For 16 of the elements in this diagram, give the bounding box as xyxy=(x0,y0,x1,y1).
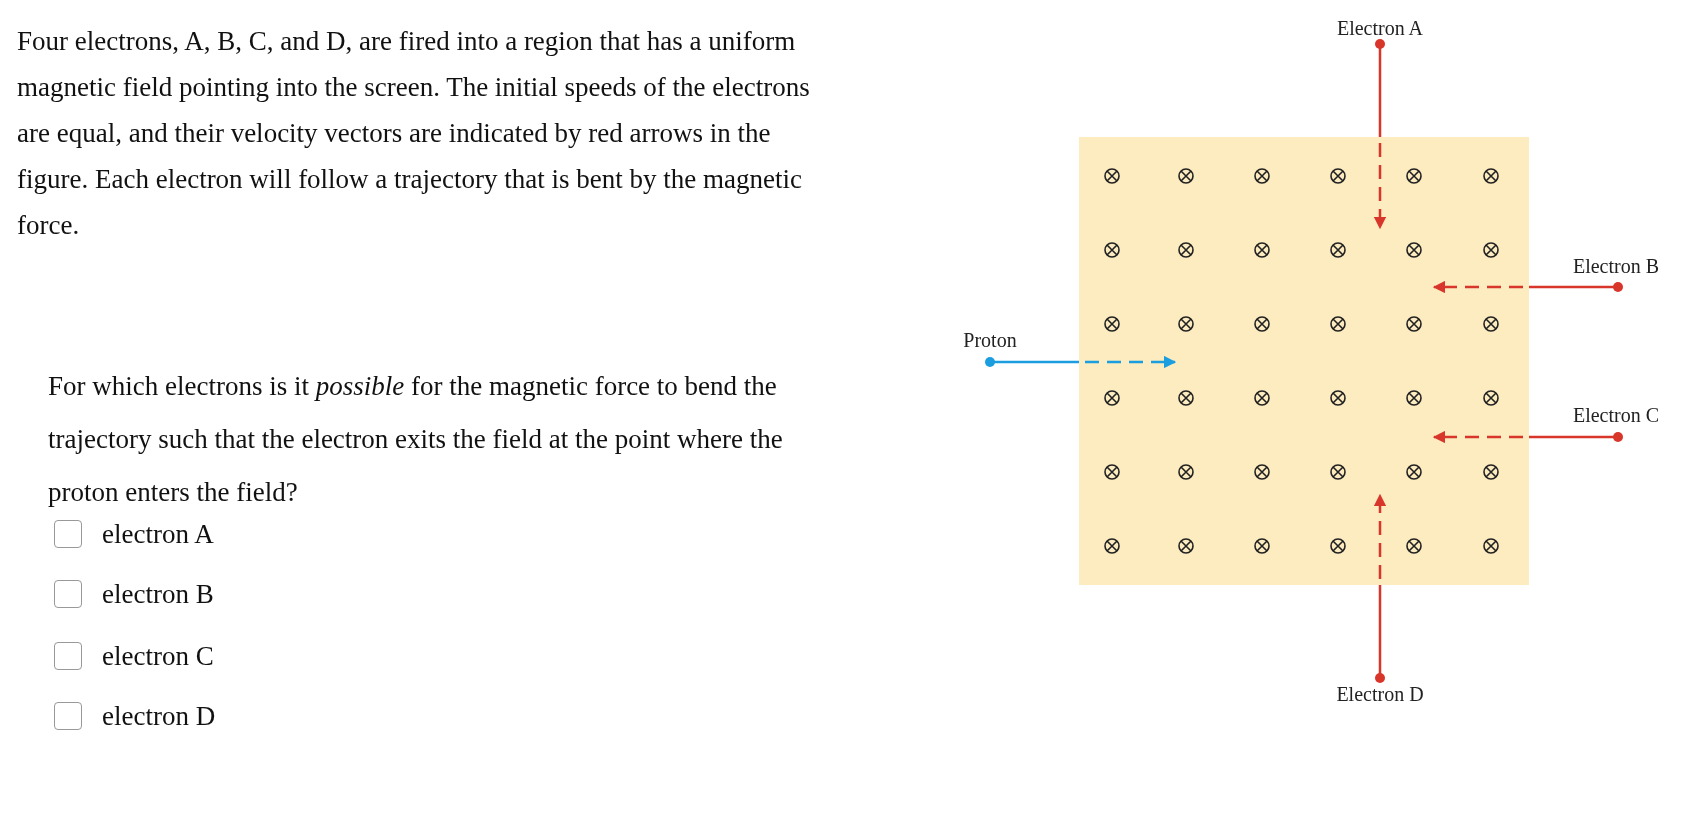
option-label: electron B xyxy=(102,578,214,611)
option-label: electron C xyxy=(102,640,214,673)
particle-label: Electron D xyxy=(1336,682,1424,706)
velocity-arrow xyxy=(1373,39,1387,230)
particle-label: Electron A xyxy=(1336,16,1424,40)
option-label: electron D xyxy=(102,700,216,733)
particle-label: Electron B xyxy=(1572,254,1660,278)
velocity-arrow xyxy=(1432,430,1623,444)
particle-label: Electron C xyxy=(1572,403,1660,427)
particle-label: Proton xyxy=(963,328,1017,352)
option-label: electron A xyxy=(102,518,214,551)
velocity-arrow xyxy=(1373,493,1387,683)
question-text: For which electrons is it possible for the magnetic force to bend the trajectory such that the electron exits the field at the point where the proton enters the field? xyxy=(48,370,784,509)
velocity-arrow xyxy=(1432,280,1623,294)
problem-text: Four electrons, A, B, C, and D, are fired into a region that has a uniform magnetic field pointing into the screen. The initial speeds of the electrons are equal, and their velocity vectors are indicated by red arrows in the figure. Each electron will follow a trajectory that is bent by the magnetic force. xyxy=(17,25,811,242)
velocity-arrow xyxy=(985,355,1177,369)
